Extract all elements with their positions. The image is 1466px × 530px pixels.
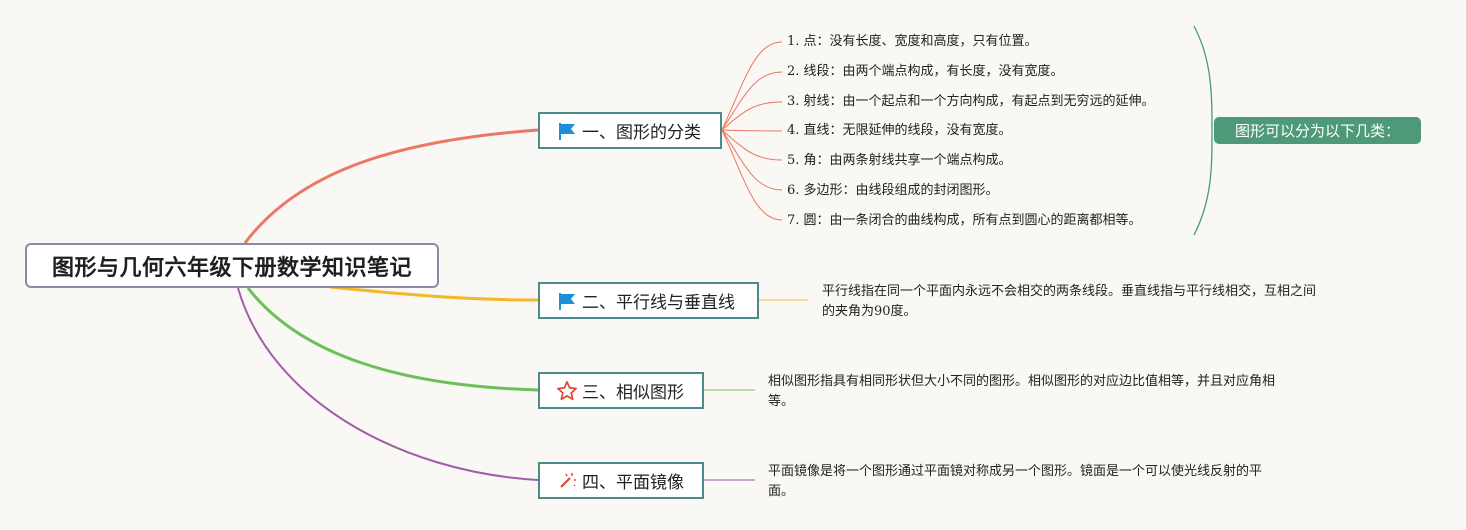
connector-branch-1 [243, 128, 539, 244]
connector-branch-3 [246, 287, 539, 392]
branch-label: 一、图形的分类 [582, 123, 701, 143]
summary-label[interactable]: 图形可以分为以下几类： [1214, 117, 1421, 144]
branch-parallel-perpendicular[interactable]: 二、平行线与垂直线 [538, 282, 759, 319]
note-similar[interactable]: 相似图形指具有相同形状但大小不同的图形。相似图形的对应边比值相等，并且对应角相等… [768, 374, 1276, 409]
summary-text: 图形可以分为以下几类： [1234, 122, 1400, 140]
connector-branch-4 [237, 287, 539, 481]
star-icon [556, 380, 578, 402]
classification-item-segment[interactable]: 2. 线段：由两个端点构成，有长度，没有宽度。 [787, 64, 1064, 79]
classification-item-point[interactable]: 1. 点：没有长度、宽度和高度，只有位置。 [787, 34, 1038, 49]
flag-icon [556, 120, 578, 142]
root-topic[interactable]: 图形与几何六年级下册数学知识笔记 [25, 243, 439, 288]
note-parallel[interactable]: 平行线指在同一个平面内永远不会相交的两条线段。垂直线指与平行线相交，互相之间的夹… [822, 284, 1317, 319]
classification-item-ray[interactable]: 3. 射线：由一个起点和一个方向构成，有起点到无穷远的延伸。 [787, 94, 1155, 109]
magic-wand-icon [556, 470, 578, 492]
classification-item-angle[interactable]: 5. 角：由两条射线共享一个端点构成。 [787, 153, 1012, 168]
root-title: 图形与几何六年级下册数学知识笔记 [51, 255, 412, 281]
branch-plane-mirror[interactable]: 四、平面镜像 [538, 462, 704, 499]
branch-similar-figures[interactable]: 三、相似图形 [538, 372, 704, 409]
classification-item-polygon[interactable]: 6. 多边形：由线段组成的封闭图形。 [787, 183, 999, 198]
classification-item-line[interactable]: 4. 直线：无限延伸的线段，没有宽度。 [787, 123, 1012, 138]
note-mirror[interactable]: 平面镜像是将一个图形通过平面镜对称成另一个图形。镜面是一个可以使光线反射的平面。 [768, 464, 1263, 499]
branch-classification[interactable]: 一、图形的分类 [538, 112, 722, 149]
flag-icon [556, 290, 578, 312]
branch-label: 二、平行线与垂直线 [582, 293, 735, 313]
classification-item-circle[interactable]: 7. 圆：由一条闭合的曲线构成，所有点到圆心的距离都相等。 [787, 213, 1142, 228]
classification-fan [721, 41, 783, 221]
summary-bracket [1193, 25, 1213, 236]
branch-label: 三、相似图形 [582, 383, 684, 403]
connector-branch-2 [329, 285, 539, 302]
branch-label: 四、平面镜像 [582, 473, 684, 493]
